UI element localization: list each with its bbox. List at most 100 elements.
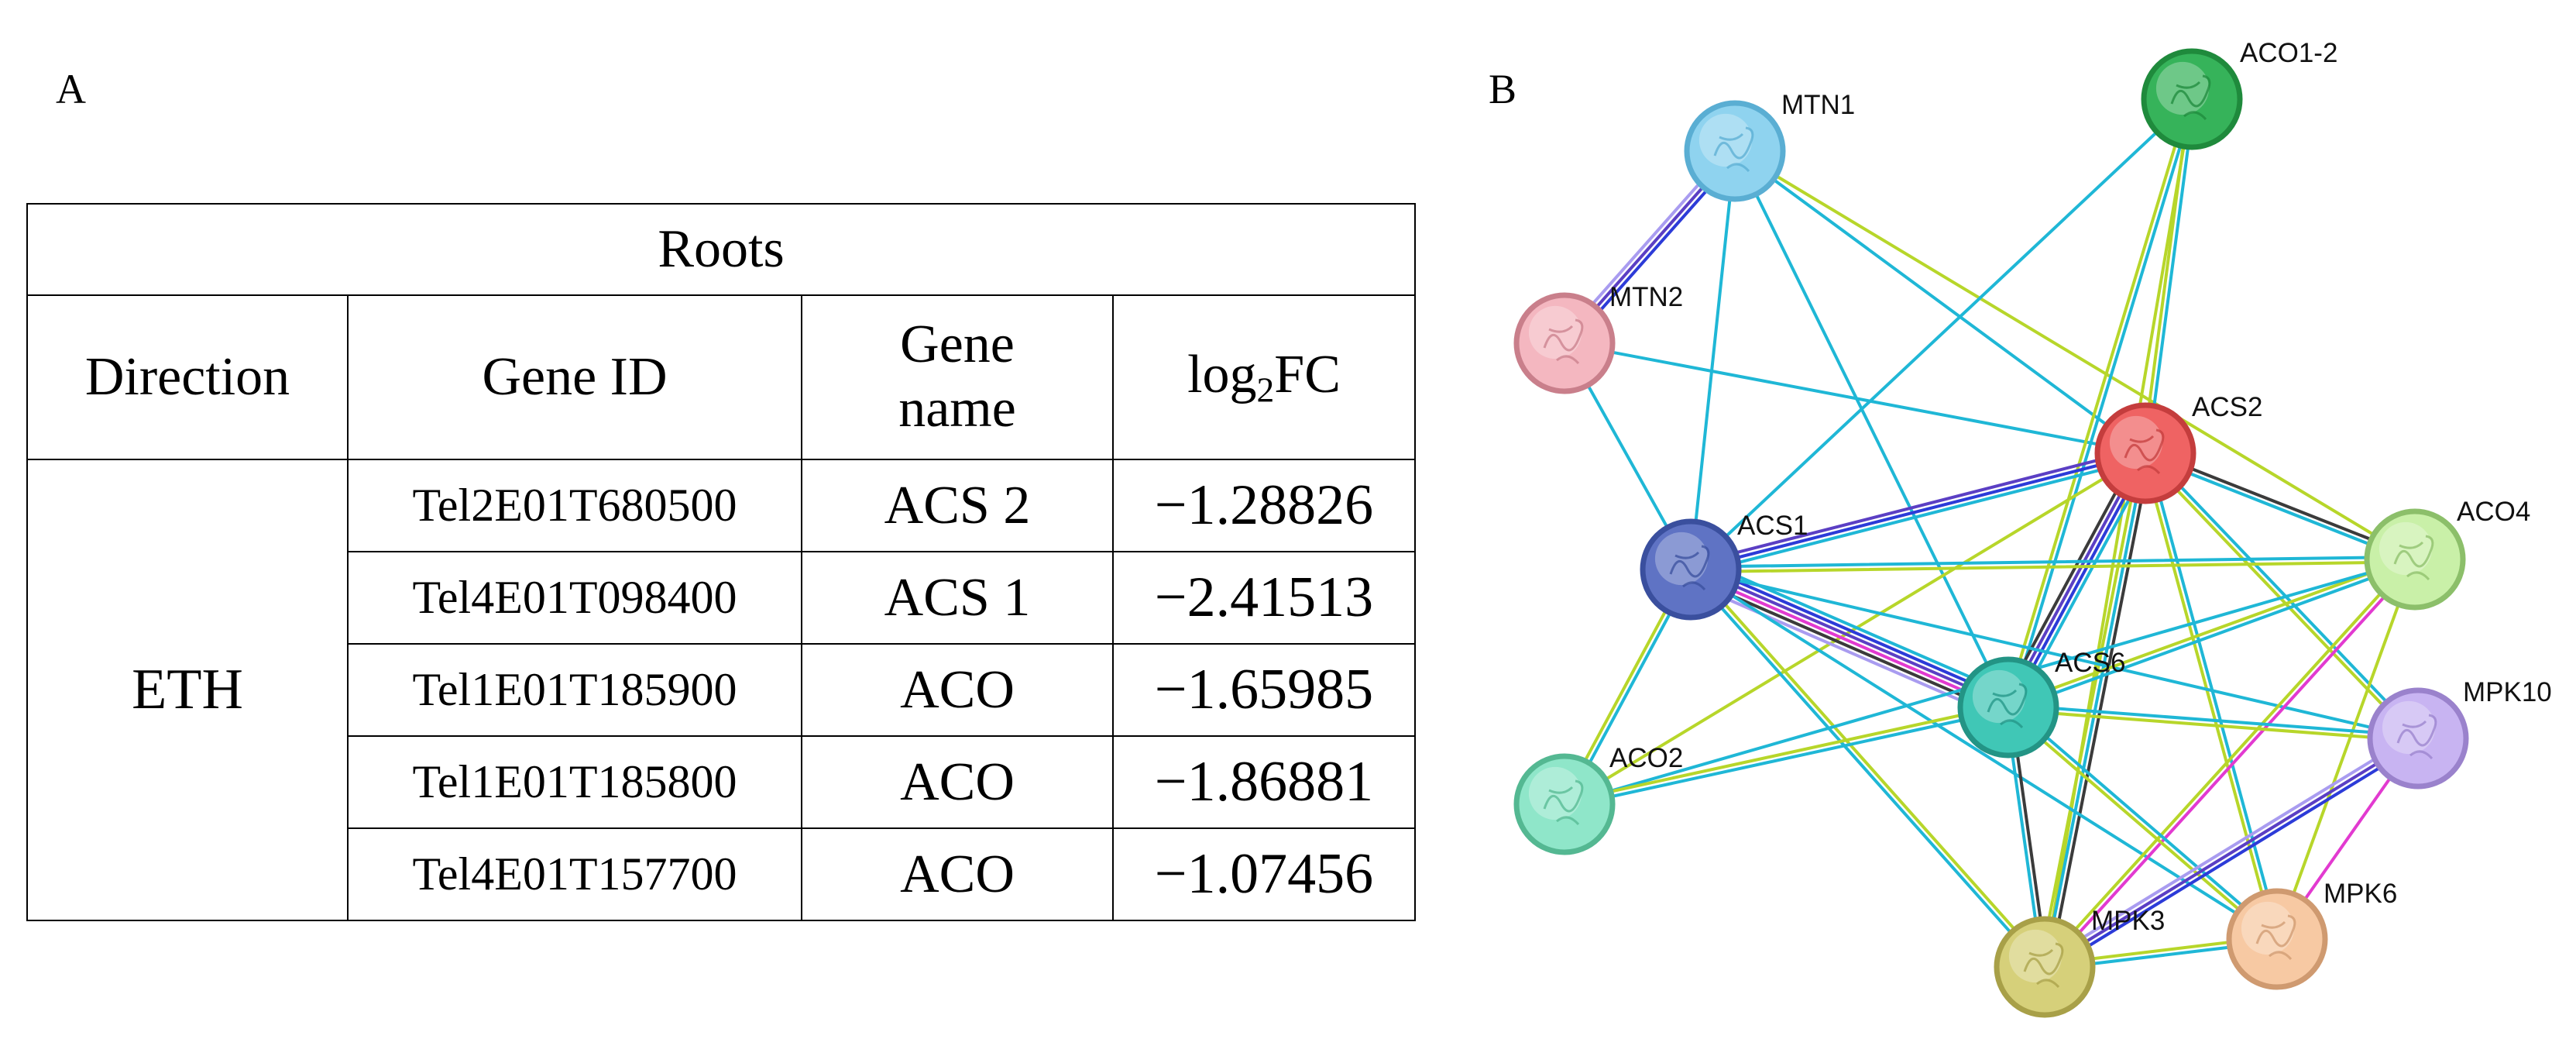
protein-structure-icon [1543, 318, 1584, 365]
edge-MTN1-ACO4 [1733, 150, 2416, 561]
edge-line-lime [2275, 558, 2416, 941]
table-row: ETH Tel2E01T680500 ACS 2 −1.28826 [26, 459, 1417, 921]
node-circle [1640, 518, 1742, 621]
node-aco4: ACO4 [2364, 497, 2530, 611]
edge-line-cyan [2145, 449, 2422, 738]
header-log2fc-sub: 2 [1256, 370, 1275, 411]
edge-line-blue [1689, 452, 2147, 571]
table-row: Tel1E01T185800 ACO −1.86881 [27, 735, 1417, 829]
protein-structure-icon [2255, 914, 2296, 961]
edge-MTN1-ACS2 [1733, 150, 2147, 455]
gene-id-cell: Tel2E01T680500 [347, 459, 802, 552]
edge-line-magenta [1688, 569, 2009, 711]
node-label: MTN1 [1781, 90, 1855, 120]
edge-ACS1-MPK10 [1689, 568, 2420, 740]
node-circle [1513, 753, 1616, 855]
panel-b-label: B [1489, 66, 1517, 112]
node-mtn2: MTN2 [1513, 282, 1683, 394]
node-label: ACS6 [2055, 648, 2125, 678]
edge-line-lime [1689, 560, 2417, 574]
protein-structure-icon [2396, 714, 2437, 760]
protein-structure-icon [2170, 74, 2211, 121]
edge-line-cyan [2146, 451, 2282, 941]
edge-ACO4-MPK6 [2275, 558, 2416, 941]
edge-MTN1-ACS6 [1733, 150, 2010, 709]
edge-line-lime [2004, 707, 2277, 943]
gene-id-cell: Tel4E01T157700 [347, 827, 802, 921]
gene-name-cell: ACO [801, 827, 1114, 921]
edge-line-magenta [2045, 559, 2419, 971]
edge-line-lime [2004, 97, 2191, 709]
edge-ACS1-ACO4 [1688, 555, 2417, 574]
protein-structure-icon [1669, 545, 1710, 591]
log2fc-cell: −1.65985 [1111, 643, 1417, 737]
node-label: ACO2 [1609, 743, 1683, 773]
header-gene-name-line1: Gene [900, 315, 1015, 375]
header-log2fc-prefix: log [1187, 345, 1257, 405]
edge-line-cyan [2009, 98, 2196, 710]
log2fc-cell: −1.86881 [1111, 735, 1417, 829]
node-circle [1684, 100, 1786, 202]
node-mpk6: MPK6 [2226, 879, 2397, 990]
gene-name-cell: ACO [801, 735, 1114, 829]
node-acs1: ACS1 [1640, 511, 1808, 621]
edge-line-cyan [2008, 704, 2281, 939]
node-circle [2226, 888, 2328, 990]
edge-line-cyan [1733, 150, 2147, 455]
edge-line-cyan [1563, 342, 2147, 455]
protein-structure-icon [1713, 126, 1754, 173]
node-acs6: ACS6 [1957, 648, 2125, 759]
edge-MTN2-ACS2 [1563, 342, 2147, 455]
edge-line-lightpurple [1684, 579, 2005, 721]
log2fc-cell: −2.41513 [1111, 551, 1417, 645]
node-label: ACS1 [1737, 511, 1808, 541]
node-mpk3: MPK3 [1994, 906, 2165, 1018]
edge-line-lime [1733, 150, 2416, 561]
node-label: ACS2 [2192, 392, 2262, 422]
edge-ACO1-2-ACS1 [1689, 98, 2193, 571]
node-aco1-2: ACO1-2 [2141, 38, 2337, 150]
node-circle [2141, 48, 2243, 150]
edge-line-purple [1688, 446, 2146, 566]
edge-MTN1-ACS1 [1689, 150, 1736, 571]
table-row: Tel4E01T157700 ACO −1.07456 [27, 827, 1417, 921]
edge-ACO1-2-ACS2 [2141, 97, 2196, 456]
edge-line-lime [2141, 452, 2276, 941]
edge-line-cyan [2007, 703, 2420, 738]
node-label: ACO1-2 [2240, 38, 2337, 68]
edge-line-lime [2006, 708, 2420, 743]
edge-line-cyan [1733, 150, 2010, 709]
header-log2fc: log2FC [1111, 294, 1417, 460]
gene-id-cell: Tel4E01T098400 [347, 551, 802, 645]
edge-line-cyan [1689, 568, 2420, 740]
log2fc-cell: −1.07456 [1111, 827, 1417, 921]
edge-ACS1-MPK3 [1687, 566, 2049, 971]
edge-line-cyan [2008, 560, 2418, 712]
table-row: Tel1E01T185900 ACO −1.65985 [27, 643, 1417, 737]
gene-name-cell: ACO [801, 643, 1114, 737]
edge-line-cyan [1689, 98, 2193, 571]
node-mtn1: MTN1 [1684, 90, 1855, 202]
node-mpk10: MPK10 [2367, 677, 2552, 790]
edge-line-lime [2041, 556, 2415, 967]
edge-line-cyan [1690, 456, 2148, 576]
edge-ACO4-ACS6 [2005, 555, 2418, 712]
edge-line-cyan [1563, 708, 2011, 809]
header-gene-id: Gene ID [347, 294, 802, 460]
edge-line-cyan [1689, 150, 1736, 571]
edge-line-lightpurple [2040, 732, 2417, 965]
edge-line-cyan [2146, 98, 2196, 456]
gene-name-cell: ACS 1 [801, 551, 1114, 645]
node-circle [1513, 292, 1616, 394]
edges-layer [1559, 97, 2423, 973]
edge-ACS2-ACS1 [1688, 446, 2148, 576]
node-label: MPK6 [2324, 879, 2397, 909]
protein-structure-icon [1543, 779, 1584, 826]
node-label: MPK3 [2091, 906, 2165, 936]
protein-structure-icon [2124, 428, 2165, 475]
node-circle [1957, 656, 2059, 759]
node-label: ACO4 [2457, 497, 2530, 527]
